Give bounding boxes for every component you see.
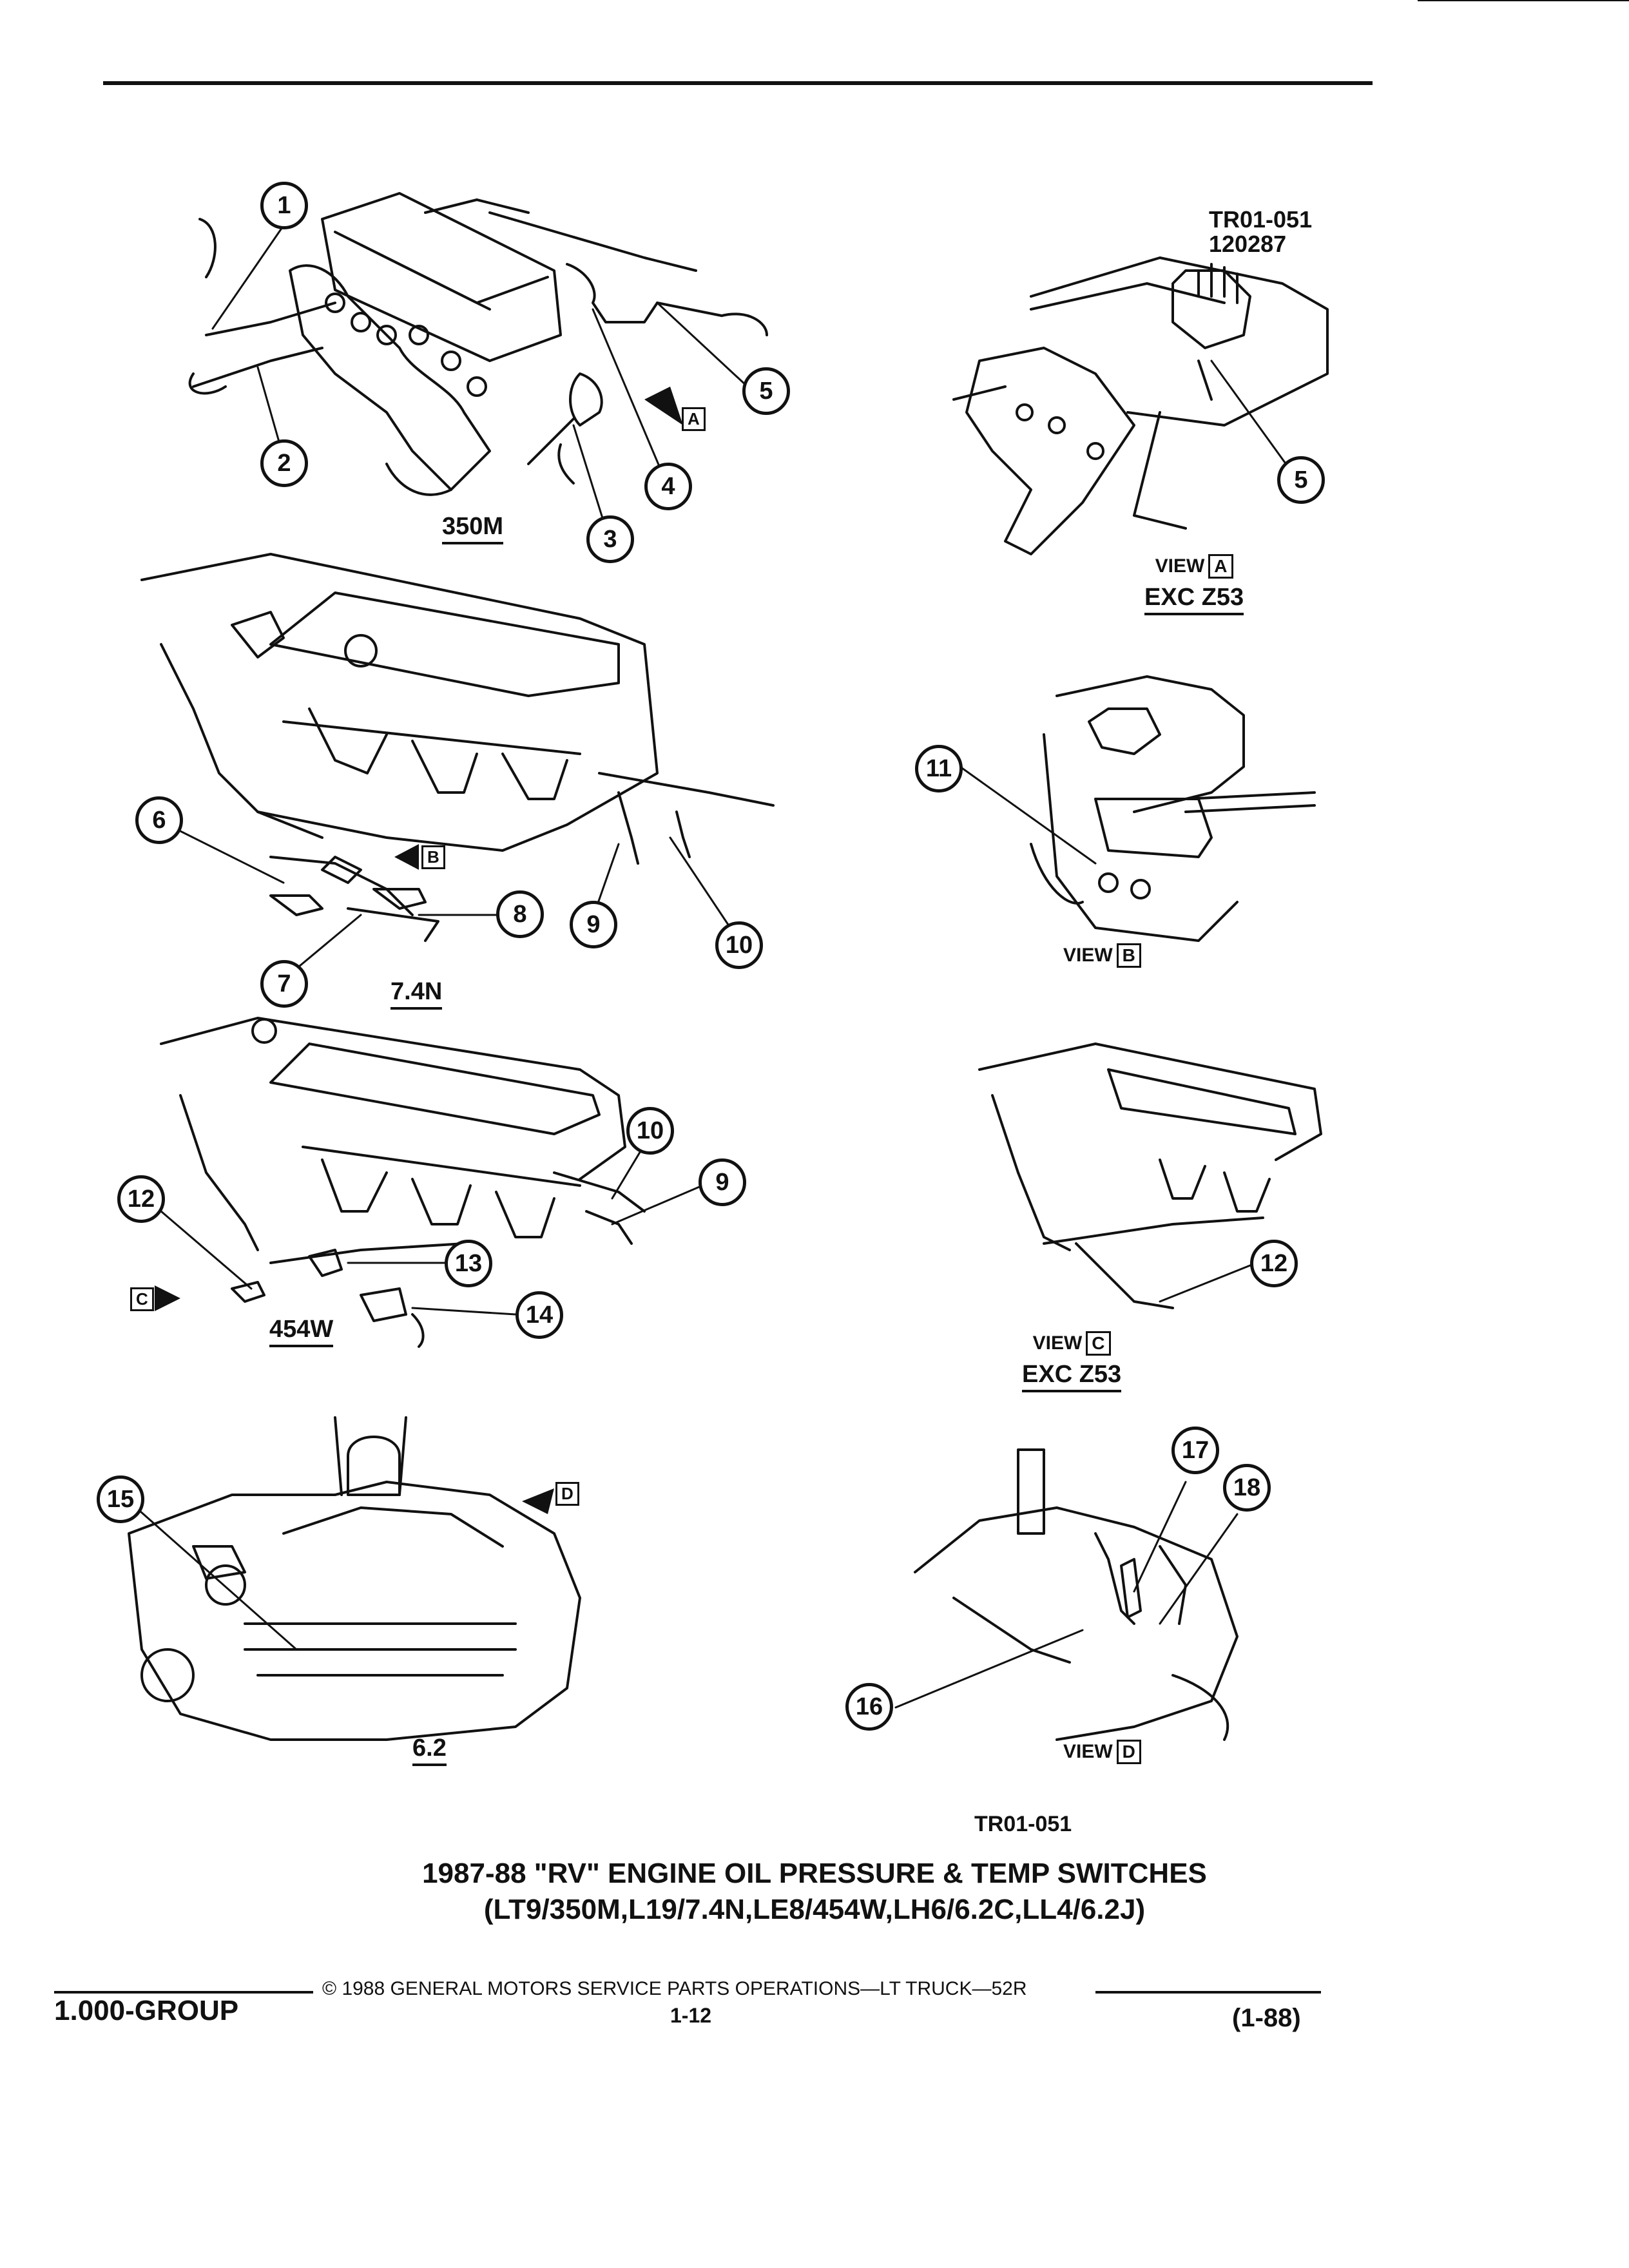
callout-8: 8 xyxy=(496,890,544,938)
illustration-view-a xyxy=(952,256,1329,555)
title-line2: (LT9/350M,L19/7.4N,LE8/454W,LH6/6.2C,LL4… xyxy=(483,1894,1146,1925)
illustration-6-2 xyxy=(128,1416,581,1741)
callout-17: 17 xyxy=(1171,1427,1219,1474)
corner-mark xyxy=(1418,0,1629,1)
callout-3: 3 xyxy=(586,515,634,563)
ref-number-bottom: TR01-051 xyxy=(974,1812,1072,1836)
footer-rule-left xyxy=(54,1991,313,1994)
top-rule xyxy=(103,81,1373,85)
leader-lines xyxy=(128,224,1296,1709)
illustration-view-c xyxy=(978,1043,1322,1309)
callout-10-454w: 10 xyxy=(626,1107,674,1155)
footer-copyright: © 1988 GENERAL MOTORS SERVICE PARTS OPER… xyxy=(322,1978,1027,1999)
footer-group: 1.000-GROUP xyxy=(54,1995,239,2026)
engine-label-6-2: 6.2 xyxy=(412,1735,447,1766)
callout-6: 6 xyxy=(135,796,183,844)
view-b-letter: B xyxy=(1116,943,1141,968)
callout-12: 12 xyxy=(117,1175,165,1223)
view-a-marker: A xyxy=(682,407,706,431)
view-c-sub: EXC Z53 xyxy=(1022,1361,1122,1392)
view-d-word: VIEW xyxy=(1063,1741,1113,1762)
callout-9-454w: 9 xyxy=(699,1158,746,1206)
callout-1: 1 xyxy=(260,182,308,229)
callout-18: 18 xyxy=(1223,1464,1271,1512)
callout-7: 7 xyxy=(260,960,308,1008)
diagram-title: 1987-88 "RV" ENGINE OIL PRESSURE & TEMP … xyxy=(0,1856,1629,1928)
view-d-letter: D xyxy=(1116,1740,1141,1764)
footer-page-number: 1-12 xyxy=(670,2004,712,2027)
callout-14: 14 xyxy=(516,1291,563,1339)
view-c-letter: C xyxy=(1086,1331,1111,1356)
callout-2: 2 xyxy=(260,439,308,487)
view-a-word: VIEW xyxy=(1155,555,1205,577)
callout-10: 10 xyxy=(715,921,763,969)
callout-15: 15 xyxy=(97,1475,144,1523)
ref-number-top-line2: 120287 xyxy=(1209,231,1287,257)
callout-12-view-c: 12 xyxy=(1250,1240,1298,1287)
callout-16: 16 xyxy=(845,1683,893,1731)
engine-label-7-4n: 7.4N xyxy=(390,978,443,1010)
illustration-454w xyxy=(160,1017,646,1348)
view-b-word: VIEW xyxy=(1063,945,1113,966)
title-line1: 1987-88 "RV" ENGINE OIL PRESSURE & TEMP … xyxy=(422,1858,1207,1889)
view-a-sub: EXC Z53 xyxy=(1144,584,1244,615)
callout-13: 13 xyxy=(445,1240,492,1287)
footer-rule-right xyxy=(1095,1991,1321,1994)
footer-date: (1-88) xyxy=(1232,2004,1301,2032)
callout-5-view-a: 5 xyxy=(1277,456,1325,504)
view-c-word: VIEW xyxy=(1032,1332,1083,1354)
illustration-view-b xyxy=(1030,675,1316,942)
view-d-marker: D xyxy=(555,1482,579,1506)
callout-11: 11 xyxy=(915,745,963,793)
illustration-7-4n xyxy=(140,553,775,942)
engine-label-350m: 350M xyxy=(442,513,504,544)
illustration-350m xyxy=(188,192,768,496)
callout-9: 9 xyxy=(570,901,617,948)
engine-label-454w: 454W xyxy=(269,1316,334,1347)
illustration-view-d xyxy=(914,1448,1239,1741)
ref-number-top: TR01-051 120287 xyxy=(1209,207,1312,256)
callout-5: 5 xyxy=(742,367,790,415)
view-c-marker: C xyxy=(130,1287,154,1311)
ref-number-top-line1: TR01-051 xyxy=(1209,206,1313,233)
view-b-marker: B xyxy=(421,845,445,869)
callout-4: 4 xyxy=(644,463,692,510)
view-a-letter: A xyxy=(1208,554,1233,579)
direction-arrows xyxy=(155,387,683,1514)
